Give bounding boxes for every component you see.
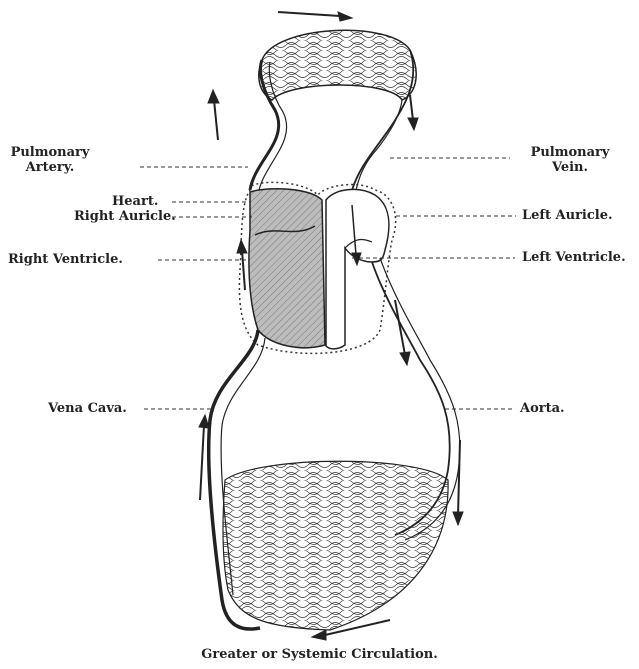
label-pulmonary-artery-line1: Pulmonary — [10, 145, 90, 160]
label-heart: Heart. — [112, 194, 158, 209]
label-aorta: Aorta. — [520, 401, 565, 416]
label-pulmonary-vein-line2: Vein. — [520, 160, 620, 175]
label-right-auricle: Right Auricle. — [74, 209, 176, 224]
label-pulmonary-vein-line1: Pulmonary — [520, 145, 620, 160]
label-pulmonary-artery: Pulmonary Artery. — [10, 145, 90, 175]
label-pulmonary-artery-line2: Artery. — [10, 160, 90, 175]
label-left-ventricle: Left Ventricle. — [522, 250, 626, 265]
lung-capillary-network — [259, 30, 416, 100]
systemic-capillary-network — [223, 461, 448, 630]
figure-caption: Greater or Systemic Circulation. — [0, 647, 639, 662]
label-right-ventricle: Right Ventricle. — [8, 252, 123, 267]
left-heart-chambers — [326, 189, 389, 348]
right-heart-chambers — [249, 189, 325, 348]
label-vena-cava: Vena Cava. — [48, 401, 127, 416]
label-left-auricle: Left Auricle. — [522, 208, 613, 223]
label-pulmonary-vein: Pulmonary Vein. — [520, 145, 620, 175]
